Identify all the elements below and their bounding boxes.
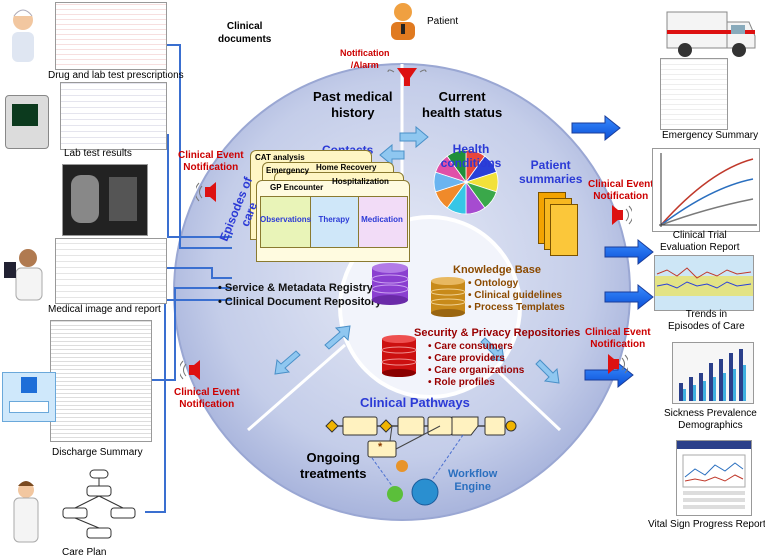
hospital-bed-icon bbox=[2, 372, 56, 422]
ongoing-heading: Ongoing treatments bbox=[300, 450, 367, 481]
knowledge-base-list: • Ontology • Clinical guidelines • Proce… bbox=[468, 278, 565, 314]
contact-tab: Emergency bbox=[266, 166, 310, 175]
contact-tab: GP Encounter bbox=[270, 183, 324, 192]
therapy-label: Therapy bbox=[318, 215, 350, 224]
episodes-item: • Service & Metadata Registry bbox=[218, 282, 373, 294]
speaker-icon bbox=[178, 358, 202, 382]
knowledge-item: • Clinical guidelines bbox=[468, 290, 563, 301]
right-doc-label: Emergency Summary bbox=[662, 130, 759, 141]
episodes-item: • Clinical Document Repository bbox=[218, 296, 382, 308]
right-arrows bbox=[571, 114, 654, 389]
alarm-funnel-top bbox=[387, 68, 427, 86]
episodes-list: • Service & Metadata Registry • Clinical… bbox=[218, 282, 381, 308]
notification-label: Clinical Event Notification bbox=[588, 179, 654, 202]
left-doc-label: Discharge Summary bbox=[52, 447, 143, 458]
health-pie bbox=[433, 149, 499, 215]
speaker-icon bbox=[606, 352, 630, 376]
monitor-icon bbox=[5, 95, 49, 149]
notification-label: Clinical Event Notification bbox=[178, 150, 244, 173]
summary-doc bbox=[550, 204, 578, 256]
trial-chart-thumb bbox=[652, 148, 760, 232]
contact-tab: Hospitalization bbox=[332, 177, 389, 186]
patient-summaries-heading: Patient summaries bbox=[519, 158, 583, 186]
security-db-icon bbox=[381, 334, 417, 378]
knowledge-item: • Process Templates bbox=[468, 302, 565, 313]
right-doc-label: Vital Sign Progress Report bbox=[648, 519, 765, 530]
security-list: • Care consumers • Care providers • Care… bbox=[428, 341, 524, 389]
contact-tab: Home Recovery bbox=[316, 163, 377, 172]
image-report-thumb bbox=[55, 238, 167, 304]
observations-label: Observations bbox=[260, 215, 312, 224]
right-doc-label: Clinical Trial Evaluation Report bbox=[660, 230, 740, 253]
workflow-engine-label: Workflow Engine bbox=[448, 468, 498, 493]
patient-label: Patient bbox=[427, 16, 459, 27]
patient-icon bbox=[388, 2, 418, 42]
nurse-icon bbox=[8, 480, 44, 546]
trends-chart-thumb bbox=[654, 255, 754, 311]
security-heading: Security & Privacy Repositories bbox=[414, 327, 581, 339]
vital-sign-thumb bbox=[676, 440, 752, 516]
knowledge-base-heading: Knowledge Base bbox=[453, 264, 542, 276]
observations-cell bbox=[260, 196, 312, 248]
care-plan-thumb bbox=[55, 468, 145, 544]
knowledge-db-icon bbox=[430, 276, 466, 318]
speaker-icon bbox=[610, 203, 634, 227]
medication-label: Medication bbox=[361, 215, 403, 224]
notification-label: Clinical Event Notification bbox=[174, 387, 240, 410]
workflow-gears bbox=[387, 460, 439, 506]
notification-label: Clinical Event Notification bbox=[585, 327, 651, 350]
right-doc-label: Trends in Episodes of Care bbox=[668, 309, 745, 332]
security-item: • Care providers bbox=[428, 353, 505, 364]
therapy-cell bbox=[310, 196, 360, 248]
pathway-step-marker: * bbox=[378, 441, 383, 453]
xray-thumb bbox=[62, 164, 148, 236]
security-item: • Care organizations bbox=[428, 365, 525, 376]
contact-tab: CAT analysis bbox=[255, 153, 305, 162]
registry-db-icon bbox=[371, 262, 409, 306]
lab-results-thumb bbox=[60, 82, 167, 150]
speaker-icon bbox=[194, 180, 218, 204]
health-conditions-heading: Health conditions bbox=[440, 142, 502, 170]
notification-alarm-label: Notification /Alarm bbox=[340, 48, 390, 70]
security-item: • Role profiles bbox=[428, 377, 495, 388]
light-arrows bbox=[259, 125, 560, 384]
doctor-icon bbox=[4, 6, 42, 66]
emergency-summary-thumb bbox=[660, 58, 728, 130]
past-history-heading: Past medical history bbox=[313, 89, 393, 120]
discharge-thumb bbox=[50, 320, 152, 442]
left-doc-label: Care Plan bbox=[62, 547, 107, 558]
prescription-thumb bbox=[55, 2, 167, 70]
medication-cell bbox=[358, 196, 408, 248]
right-doc-label: Sickness Prevalence Demographics bbox=[664, 408, 757, 431]
left-doc-label: Medical image and report bbox=[48, 304, 161, 315]
left-doc-label: Drug and lab test prescriptions bbox=[48, 70, 184, 81]
pathways-heading: Clinical Pathways bbox=[360, 395, 470, 410]
pie-slice bbox=[446, 149, 467, 184]
knowledge-item: • Ontology bbox=[468, 278, 519, 289]
ambulance-icon bbox=[665, 4, 757, 60]
left-doc-label: Lab test results bbox=[64, 148, 132, 159]
security-item: • Care consumers bbox=[428, 341, 513, 352]
current-status-heading: Current health status bbox=[422, 89, 503, 120]
radiologist-icon bbox=[4, 246, 48, 302]
prevalence-chart-thumb bbox=[672, 342, 754, 404]
clinical-documents-label: Clinical documents bbox=[218, 21, 272, 45]
